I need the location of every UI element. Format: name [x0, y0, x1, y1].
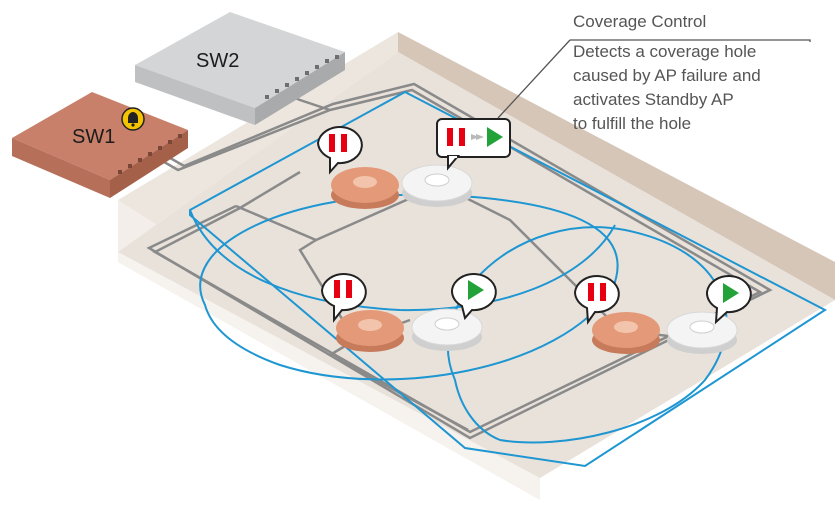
pause-icon: [447, 128, 465, 146]
play-icon: [723, 283, 739, 303]
callout-line-4: to fulfill the hole: [573, 114, 692, 133]
sw2-top: [135, 12, 345, 108]
coverage-arc-left: [199, 193, 619, 381]
pause-icon: [588, 283, 606, 301]
switch-sw2: SW2: [135, 12, 345, 125]
callout-line-2: caused by AP failure and: [573, 66, 761, 85]
back-wall-left: [118, 32, 398, 252]
pause-icon: [329, 134, 347, 152]
sw2-ports: [265, 55, 339, 99]
callout-title: Coverage Control: [573, 12, 707, 31]
callout-text: Coverage Control Detects a coverage hole…: [573, 10, 761, 136]
status-bubble-active-3: [705, 275, 752, 325]
status-bubble-activating: [436, 118, 511, 171]
pause-icon: [334, 280, 352, 298]
sw2-side: [135, 65, 255, 125]
sw1-top: [12, 92, 188, 180]
alert-bell-icon: [121, 107, 145, 131]
floor: [118, 52, 835, 478]
sw1-front: [110, 130, 188, 198]
coverage-arc-top: [189, 209, 616, 312]
activate-arrow-icon: [471, 134, 484, 140]
ap-failed-3: [592, 312, 660, 354]
sw2-front: [255, 52, 345, 125]
ap-active-3: [666, 311, 738, 354]
play-icon: [487, 127, 503, 147]
sw1-ports: [118, 134, 182, 174]
callout-pointer-line: [497, 39, 571, 119]
sw1-side: [12, 138, 110, 198]
back-wall-right: [398, 32, 835, 300]
callout-line-1: Detects a coverage hole: [573, 42, 757, 61]
callout-leader-line: [570, 39, 811, 42]
sw2-label: SW2: [196, 50, 239, 72]
status-bubble-active-2: [450, 273, 497, 321]
coverage-outline: [189, 90, 827, 468]
ap-failed-1: [331, 167, 399, 209]
status-bubble-paused-2: [320, 273, 367, 323]
play-icon: [468, 280, 484, 300]
status-bubble-paused-1: [316, 126, 363, 175]
switch-sw1: SW1: [12, 92, 188, 198]
ap-active-2: [411, 308, 483, 351]
ap-failed-2: [336, 310, 404, 352]
status-bubble-paused-3: [573, 275, 620, 325]
ap-standby-1: [401, 164, 473, 207]
callout-line-3: activates Standby AP: [573, 90, 734, 109]
sw1-label: SW1: [72, 126, 115, 148]
